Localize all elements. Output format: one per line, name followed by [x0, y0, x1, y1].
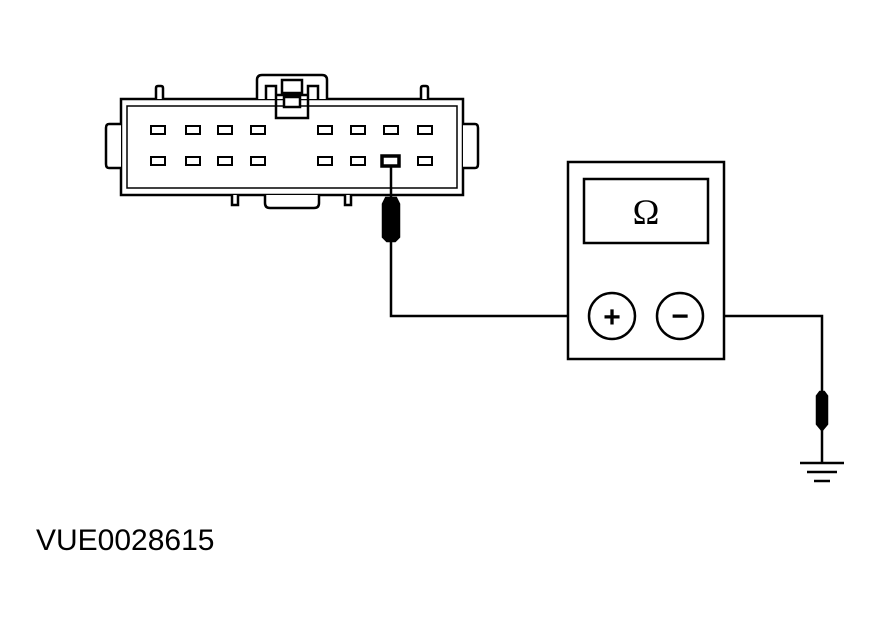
pin	[417, 125, 433, 135]
negative-terminal	[655, 291, 705, 341]
connector-latch-window-top	[280, 78, 304, 95]
multimeter: Ω + −	[566, 160, 726, 361]
connector-pins-row-1	[150, 125, 433, 135]
probe-icon	[381, 166, 401, 243]
pin	[350, 156, 366, 166]
ground-icon	[800, 461, 844, 483]
negative-terminal-label: −	[671, 300, 689, 333]
pin	[250, 156, 266, 166]
positive-terminal	[587, 291, 637, 341]
pin	[150, 125, 166, 135]
pin	[185, 156, 201, 166]
connector-top-tab-right	[419, 84, 430, 99]
test-leads	[389, 241, 824, 392]
connector-body	[119, 97, 465, 197]
pin	[350, 125, 366, 135]
pin	[217, 125, 233, 135]
connector	[104, 73, 480, 210]
negative-lead	[705, 314, 824, 392]
connector-bottom-key	[263, 195, 321, 210]
connector-bottom-leg-left	[230, 195, 240, 207]
ground-probe-icon	[815, 390, 829, 462]
pin	[250, 125, 266, 135]
connector-top-tab-left	[154, 84, 165, 99]
ground-probe-body	[815, 390, 829, 432]
positive-lead	[389, 241, 588, 318]
pin-under-test	[380, 154, 401, 168]
ohm-symbol: Ω	[633, 192, 660, 232]
pin	[185, 125, 201, 135]
pin	[317, 156, 333, 166]
pin	[383, 125, 399, 135]
connector-left-ear	[104, 122, 121, 170]
pin	[217, 156, 233, 166]
pin	[150, 156, 166, 166]
connector-pins-row-2	[150, 154, 433, 168]
probe-body	[381, 196, 401, 243]
pin	[417, 156, 433, 166]
connector-bottom-leg-right	[343, 195, 353, 207]
figure-reference-code: VUE0028615	[36, 524, 215, 557]
connector-latch-arms	[264, 84, 320, 120]
pin	[317, 125, 333, 135]
positive-terminal-label: +	[603, 301, 621, 334]
connector-latch-window-bottom	[282, 95, 302, 109]
connector-right-ear	[463, 122, 480, 170]
multimeter-display	[582, 177, 710, 245]
